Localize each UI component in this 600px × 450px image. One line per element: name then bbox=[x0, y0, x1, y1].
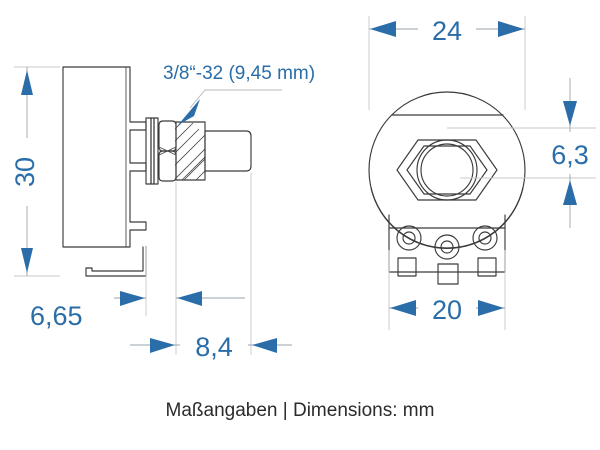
arrow-right-24 bbox=[498, 21, 524, 37]
hex-nut-upper bbox=[158, 120, 177, 152]
hex-nut-inner bbox=[406, 145, 488, 195]
dim-label-6-3: 6,3 bbox=[551, 140, 589, 170]
arrow-up-6-3 bbox=[563, 180, 577, 205]
units-caption: Maßangaben | Dimensions: mm bbox=[166, 400, 435, 421]
hex-nut-lower bbox=[158, 150, 177, 182]
thread-note-group: 3/8“-32 (9,45 mm) bbox=[163, 63, 315, 125]
terminal-1-inner bbox=[402, 231, 416, 245]
dimension-height-30: 30 bbox=[10, 66, 60, 277]
mounting-foot bbox=[85, 246, 147, 277]
arrow-left-24 bbox=[370, 21, 396, 37]
shaft-circle-outer bbox=[416, 139, 478, 201]
dimension-width-20: 20 bbox=[388, 250, 506, 330]
front-view-group: 24 6,3 20 bbox=[368, 10, 600, 330]
arrow-right-6-65 bbox=[120, 291, 145, 306]
dim-label-8-4: 8,4 bbox=[195, 332, 233, 362]
dimension-width-8-4: 8,4 bbox=[130, 173, 292, 362]
dim-label-30: 30 bbox=[10, 157, 40, 187]
terminal-2-outer bbox=[434, 234, 460, 260]
dim-label-20: 20 bbox=[432, 295, 462, 325]
tab-2 bbox=[437, 263, 459, 285]
terminal-1-outer bbox=[396, 225, 422, 251]
label-backdrop-20 bbox=[418, 288, 476, 326]
thread-note-leader bbox=[189, 89, 282, 109]
arrow-left-8-4 bbox=[252, 338, 277, 353]
terminal-3-inner bbox=[478, 231, 492, 245]
label-backdrop-6-65 bbox=[18, 282, 114, 317]
bushing-hatching bbox=[175, 122, 205, 180]
hex-nut-outer bbox=[396, 139, 498, 201]
terminal-body-outline bbox=[388, 214, 506, 273]
thread-note-label: 3/8“-32 (9,45 mm) bbox=[163, 63, 315, 84]
arrow-right-20 bbox=[478, 300, 504, 316]
dim-label-24: 24 bbox=[432, 16, 462, 46]
dimension-width-6-65: 6,65 bbox=[18, 247, 147, 331]
thread-note-arrowhead bbox=[178, 99, 200, 125]
shaft bbox=[204, 130, 252, 172]
washer-plate-1 bbox=[145, 117, 152, 185]
arrow-up-30 bbox=[21, 70, 33, 95]
tab-3 bbox=[477, 257, 497, 277]
dim-label-6-65: 6,65 bbox=[30, 301, 83, 331]
arrow-left-upper-8-4 bbox=[177, 291, 202, 306]
label-backdrop-6-3 bbox=[540, 132, 600, 174]
shaft-circle-inner bbox=[420, 143, 474, 197]
terminal-group bbox=[396, 225, 498, 260]
hex-nut-chamfer-x bbox=[158, 146, 177, 156]
arrow-down-30 bbox=[21, 248, 33, 273]
body-bottom-arc bbox=[370, 187, 524, 249]
arrow-left-20 bbox=[390, 300, 416, 316]
label-backdrop-30 bbox=[12, 138, 42, 206]
label-backdrop-8-4 bbox=[180, 328, 248, 362]
side-view-group: 30 3/8“-32 (9,45 mm) 6,65 bbox=[10, 63, 315, 362]
tab-1 bbox=[397, 257, 417, 277]
tab-group bbox=[397, 257, 497, 285]
body-outline bbox=[62, 66, 147, 248]
terminal-3-outer bbox=[472, 225, 498, 251]
dimension-diameter-24: 24 bbox=[368, 10, 526, 110]
arrow-down-6-3 bbox=[563, 101, 577, 126]
washer-plate-3 bbox=[153, 117, 159, 185]
label-backdrop-24 bbox=[418, 10, 476, 48]
dimension-height-6-3: 6,3 bbox=[447, 78, 600, 228]
terminal-2-inner bbox=[440, 240, 454, 254]
arrow-right-8-4 bbox=[150, 338, 175, 353]
